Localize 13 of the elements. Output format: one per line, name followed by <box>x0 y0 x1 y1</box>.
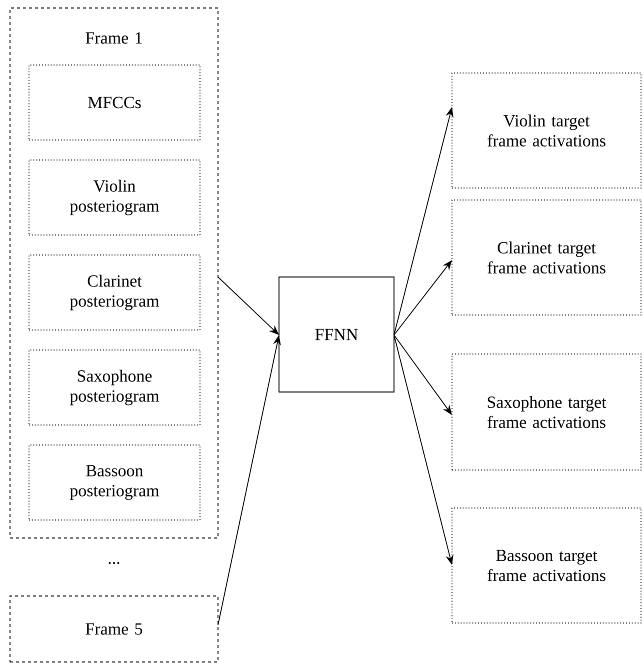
feature-box: Bassoon posteriogram <box>28 444 200 520</box>
network-box: FFNN <box>278 276 394 392</box>
feature-box: Clarinet target frame activations <box>452 200 642 316</box>
feature-box: Saxophone posteriogram <box>28 350 200 426</box>
feature-box: MFCCs <box>28 64 200 140</box>
feature-box: Violin posteriogram <box>28 160 200 236</box>
arrow <box>218 276 279 335</box>
feature-box: Violin target frame activations <box>452 72 642 188</box>
ellipsis-label: ... <box>108 562 120 564</box>
frame-box: Frame 5 <box>10 596 218 662</box>
feature-box: Bassoon target frame activations <box>452 508 642 624</box>
feature-box: Saxophone target frame activations <box>452 354 642 470</box>
feature-box: Clarinet posteriogram <box>28 254 200 330</box>
